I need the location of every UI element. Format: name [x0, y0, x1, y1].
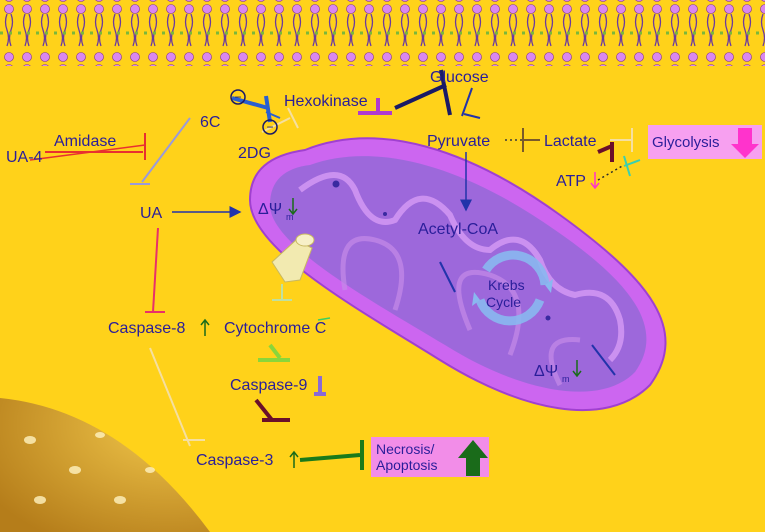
atp-label: ATP: [556, 173, 586, 190]
casp3-up-arrow-icon: [289, 450, 299, 468]
labels: Glucose Hexokinase 6C 2DG Amidase UA-4 U…: [6, 69, 597, 469]
cell-surface-image: [0, 398, 210, 532]
amidase-label: Amidase: [54, 133, 116, 150]
glucose-label: Glucose: [430, 69, 489, 86]
pyruvate-label: Pyruvate: [427, 133, 490, 150]
svg-text:−: −: [266, 120, 273, 134]
glycolysis-box: Glycolysis: [648, 125, 762, 159]
ua-to-casp8-line: [152, 227, 159, 313]
sixc-to-ua-line: [141, 117, 191, 183]
caspase8-label: Caspase-8: [108, 320, 185, 337]
delta-psi-sub-2: m: [562, 374, 570, 384]
necrosis-box: Necrosis/ Apoptosis: [371, 437, 489, 477]
ua4-inhibit-line: [29, 144, 146, 161]
glucose-to-hexokinase-line: [394, 83, 447, 110]
cycle-label: Cycle: [486, 294, 521, 310]
cell-membrane: [0, 0, 765, 66]
down-arrow-icon: [731, 128, 759, 158]
psi-down-arrow-icon: [288, 198, 298, 216]
mitochondrion: [248, 137, 667, 412]
svg-text:−: −: [234, 90, 241, 104]
krebs-cycle-arrows: [472, 250, 553, 326]
casp8-up-arrow-icon: [200, 318, 210, 336]
two-dg-label: 2DG: [238, 145, 271, 162]
delta-psi-sub: m: [286, 212, 294, 222]
caspase9-label: Caspase-9: [230, 377, 307, 394]
casp3-to-necrosis-line: [299, 453, 361, 462]
atp-down-arrow-icon: [590, 172, 600, 190]
lactate-label: Lactate: [544, 133, 597, 150]
mito-channel: [271, 233, 315, 283]
ua-label: UA: [140, 205, 163, 222]
minus-marker-1: −: [230, 89, 246, 105]
six-c-label: 6C: [200, 114, 220, 131]
minus-marker-2: −: [262, 119, 278, 135]
necrosis-label: Necrosis/: [376, 441, 434, 457]
trend-icons: [200, 172, 600, 468]
krebs-label: Krebs: [488, 277, 525, 293]
acetyl-coa-label: Acetyl-CoA: [418, 221, 498, 238]
casp8-to-casp3-line: [149, 347, 191, 447]
up-arrow-icon: [458, 440, 488, 476]
glycolysis-label: Glycolysis: [652, 134, 720, 151]
caspase3-label: Caspase-3: [196, 452, 273, 469]
delta-psi-label-2: ΔΨ: [534, 363, 558, 380]
cytochrome-c-label: Cytochrome C: [224, 320, 326, 337]
hexokinase-label: Hexokinase: [284, 93, 368, 110]
apoptosis-label: Apoptosis: [376, 457, 437, 473]
psi-down-arrow-icon-2: [572, 360, 582, 378]
casp9-inhibit-icon: [314, 376, 326, 396]
ua4-label: UA-4: [6, 149, 43, 166]
delta-psi-label: ΔΨ: [258, 201, 282, 218]
